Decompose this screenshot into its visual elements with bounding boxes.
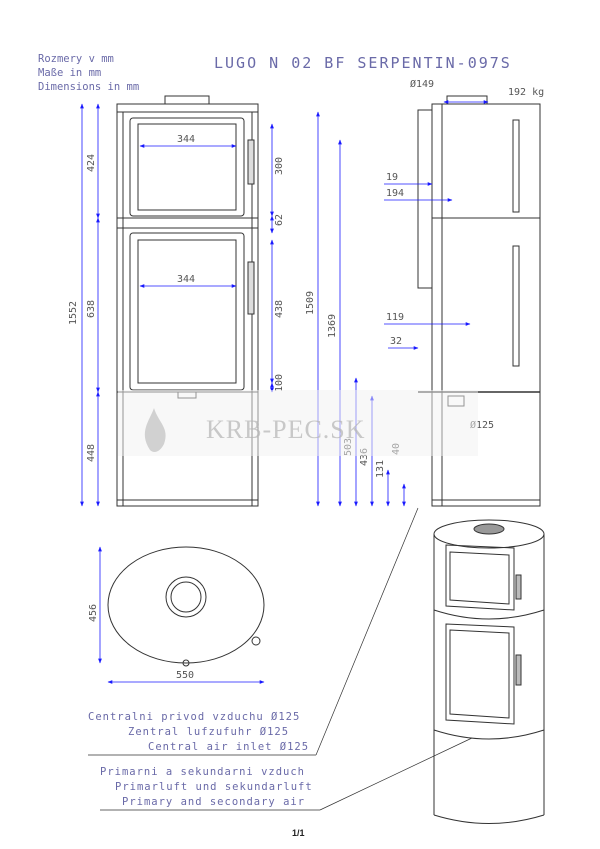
front-dimensions <box>80 103 274 507</box>
svg-text:638: 638 <box>86 300 97 318</box>
svg-text:Rozmery v mm: Rozmery v mm <box>38 53 114 65</box>
svg-text:436: 436 <box>359 448 370 466</box>
top-width-label: 550 <box>176 670 194 681</box>
svg-text:424: 424 <box>86 154 97 172</box>
svg-text:1509: 1509 <box>305 291 316 315</box>
svg-text:Primarluft und sekundarluft: Primarluft und sekundarluft <box>115 781 313 793</box>
flame-logo-icon <box>144 408 166 452</box>
svg-text:Primarni a sekundarni vzduch: Primarni a sekundarni vzduch <box>100 766 305 778</box>
svg-text:448: 448 <box>86 444 97 462</box>
front-dimension-labels: 344 344 1552 424 638 448 300 62 438 100 <box>68 134 285 462</box>
svg-text:Central air inlet Ø125: Central air inlet Ø125 <box>148 741 309 753</box>
primary-air-note: Primarni a sekundarni vzduch Primarluft … <box>100 766 313 808</box>
flue-diameter-label: Ø149 <box>410 78 434 90</box>
watermark: KRB-PEC.SK <box>118 390 478 456</box>
svg-text:131: 131 <box>375 460 386 478</box>
central-air-note: Centralni privod vzduchu Ø125 Zentral lu… <box>88 711 309 753</box>
model-title: LUGO N 02 BF SERPENTIN-097S <box>214 54 512 72</box>
svg-text:Maße in mm: Maße in mm <box>38 67 101 79</box>
svg-text:62: 62 <box>274 214 285 226</box>
perspective-view <box>433 519 545 824</box>
units-note: Rozmery v mm Maße in mm Dimensions in mm <box>38 53 139 93</box>
svg-text:344: 344 <box>177 134 195 145</box>
svg-text:344: 344 <box>177 274 195 285</box>
top-depth-label: 456 <box>88 604 99 622</box>
svg-text:194: 194 <box>386 188 404 199</box>
svg-text:Dimensions in mm: Dimensions in mm <box>38 81 139 93</box>
svg-text:19: 19 <box>386 172 398 183</box>
svg-text:119: 119 <box>386 312 404 323</box>
svg-text:Zentral lufzufuhr Ø125: Zentral lufzufuhr Ø125 <box>128 726 289 738</box>
top-dimensions <box>98 546 265 684</box>
svg-text:Primary and secondary air: Primary and secondary air <box>122 796 305 808</box>
svg-text:438: 438 <box>274 300 285 318</box>
svg-text:300: 300 <box>274 157 285 175</box>
svg-text:1369: 1369 <box>327 314 338 338</box>
svg-text:100: 100 <box>274 374 285 392</box>
svg-text:KRB-PEC.SK: KRB-PEC.SK <box>206 415 366 444</box>
weight-label: 192 kg <box>508 87 544 98</box>
page-number: 1/1 <box>292 828 305 838</box>
svg-text:1552: 1552 <box>68 301 79 325</box>
svg-text:32: 32 <box>390 336 402 347</box>
svg-text:Centralni privod vzduchu Ø125: Centralni privod vzduchu Ø125 <box>88 711 300 723</box>
top-view <box>107 546 265 667</box>
